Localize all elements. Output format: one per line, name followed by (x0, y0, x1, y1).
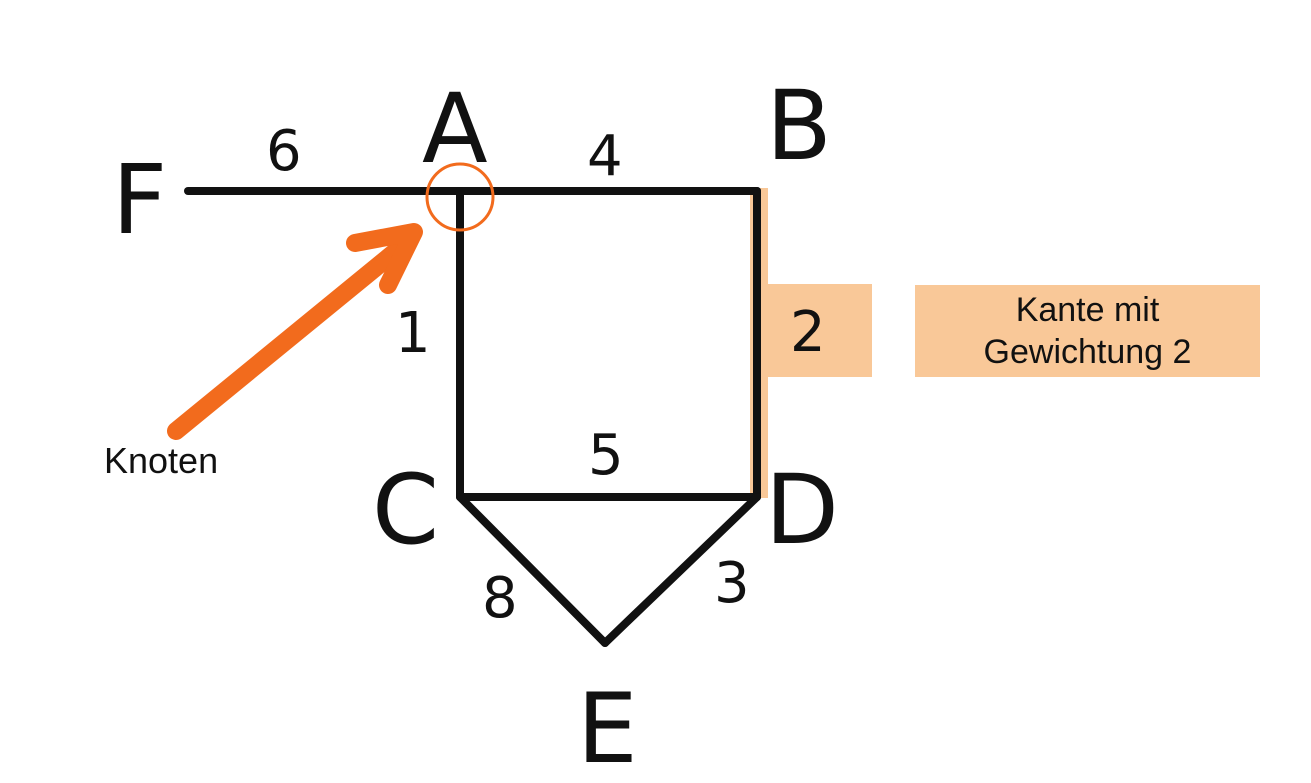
weight-label-de: 3 (714, 551, 750, 616)
node-label-c: C (372, 454, 439, 566)
weight-label-ab: 4 (587, 124, 623, 189)
weight-label-ac: 1 (395, 301, 431, 366)
edge-annotation-box: Kante mit Gewichtung 2 (915, 285, 1260, 377)
weight-label-fa: 6 (266, 119, 302, 184)
node-label-d: D (765, 454, 839, 566)
edge-annotation-line1: Kante mit (1015, 291, 1160, 329)
weight-label-ce: 8 (482, 566, 518, 631)
arrow-shaft (167, 242, 405, 440)
highlight-weight-bd (768, 284, 872, 377)
weight-label-bd: 2 (790, 300, 826, 365)
weight-label-cd: 5 (588, 423, 624, 488)
node-label-b: B (766, 70, 832, 182)
arrow-head-icon (346, 223, 423, 294)
node-a-marker (425, 162, 495, 232)
node-annotation-label: Knoten (104, 440, 219, 481)
node-label-e: E (577, 673, 638, 783)
edge-annotation-text: Kante mit Gewichtung 2 (984, 289, 1192, 373)
node-label-a: A (422, 73, 488, 185)
node-label-f: F (112, 144, 167, 256)
edge-c-e (456, 493, 609, 647)
edge-annotation-line2: Gewichtung 2 (983, 333, 1192, 371)
edge-d-e (601, 493, 761, 647)
